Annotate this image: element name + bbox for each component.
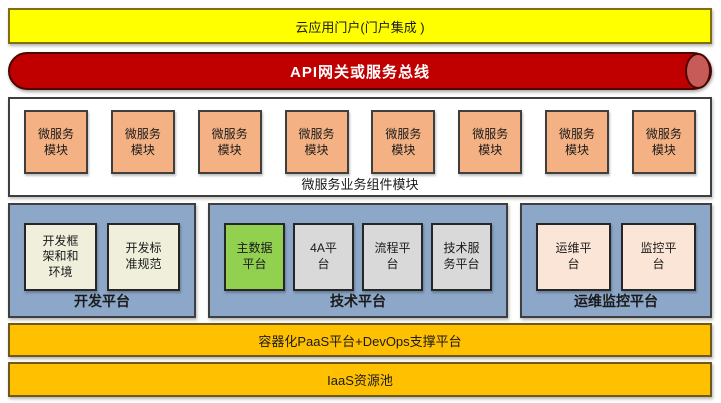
ops-monitor-panel: 运维平 台 监控平 台 运维监控平台 (520, 203, 712, 318)
tech-service-platform-box: 技术服 务平台 (431, 223, 492, 291)
iaas-pool-bar: IaaS资源池 (8, 362, 712, 397)
microservice-module-2: 微服务 模块 (110, 110, 175, 174)
iaas-pool-label: IaaS资源池 (327, 373, 393, 388)
cloud-portal-bar: 云应用门户(门户集成 ) (8, 8, 712, 44)
cloud-portal-label: 云应用门户(门户集成 ) (295, 19, 425, 35)
microservice-module-4: 微服务 模块 (284, 110, 349, 174)
dev-standards-box: 开发标 准规范 (107, 223, 180, 291)
4a-platform-box: 4A平 台 (293, 223, 354, 291)
microservices-container: 微服务 模块 微服务 模块 微服务 模块 微服务 模块 微服务 模块 微服务 模… (8, 97, 712, 197)
tech-platform-label: 技术平台 (330, 293, 386, 309)
ops-monitor-label: 运维监控平台 (574, 293, 658, 309)
cylinder-end-cap (685, 53, 711, 89)
api-gateway-label: API网关或服务总线 (289, 63, 430, 81)
paas-devops-bar: 容器化PaaS平台+DevOps支撑平台 (8, 323, 712, 357)
dev-platform-label: 开发平台 (74, 293, 130, 309)
platform-panels-row: 开发框 架和和 环境 开发标 准规范 开发平台 主数据 平台 4A平 台 流程平… (8, 203, 712, 318)
master-data-platform-box: 主数据 平台 (224, 223, 285, 291)
microservices-container-label: 微服务业务组件模块 (301, 177, 419, 192)
ops-platform-box: 运维平 台 (536, 223, 611, 291)
microservice-module-6: 微服务 模块 (458, 110, 523, 174)
dev-platform-panel: 开发框 架和和 环境 开发标 准规范 开发平台 (8, 203, 196, 318)
process-platform-box: 流程平 台 (362, 223, 423, 291)
microservice-module-8: 微服务 模块 (631, 110, 696, 174)
dev-framework-env-box: 开发框 架和和 环境 (24, 223, 97, 291)
microservice-module-3: 微服务 模块 (197, 110, 262, 174)
diagram-stack: 云应用门户(门户集成 ) API网关或服务总线 微服务 模块 微服务 模块 微服… (8, 8, 712, 397)
tech-platform-panel: 主数据 平台 4A平 台 流程平 台 技术服 务平台 技术平台 (208, 203, 508, 318)
ops-monitor-boxes: 运维平 台 监控平 台 (522, 205, 710, 291)
tech-platform-boxes: 主数据 平台 4A平 台 流程平 台 技术服 务平台 (210, 205, 506, 291)
monitor-platform-box: 监控平 台 (621, 223, 696, 291)
microservice-module-7: 微服务 模块 (545, 110, 610, 174)
microservices-row: 微服务 模块 微服务 模块 微服务 模块 微服务 模块 微服务 模块 微服务 模… (10, 99, 710, 174)
paas-devops-label: 容器化PaaS平台+DevOps支撑平台 (258, 333, 462, 349)
api-gateway-bus-cylinder: API网关或服务总线 (8, 52, 712, 90)
microservice-module-1: 微服务 模块 (24, 110, 88, 174)
dev-platform-boxes: 开发框 架和和 环境 开发标 准规范 (10, 205, 194, 291)
microservice-module-5: 微服务 模块 (371, 110, 436, 174)
